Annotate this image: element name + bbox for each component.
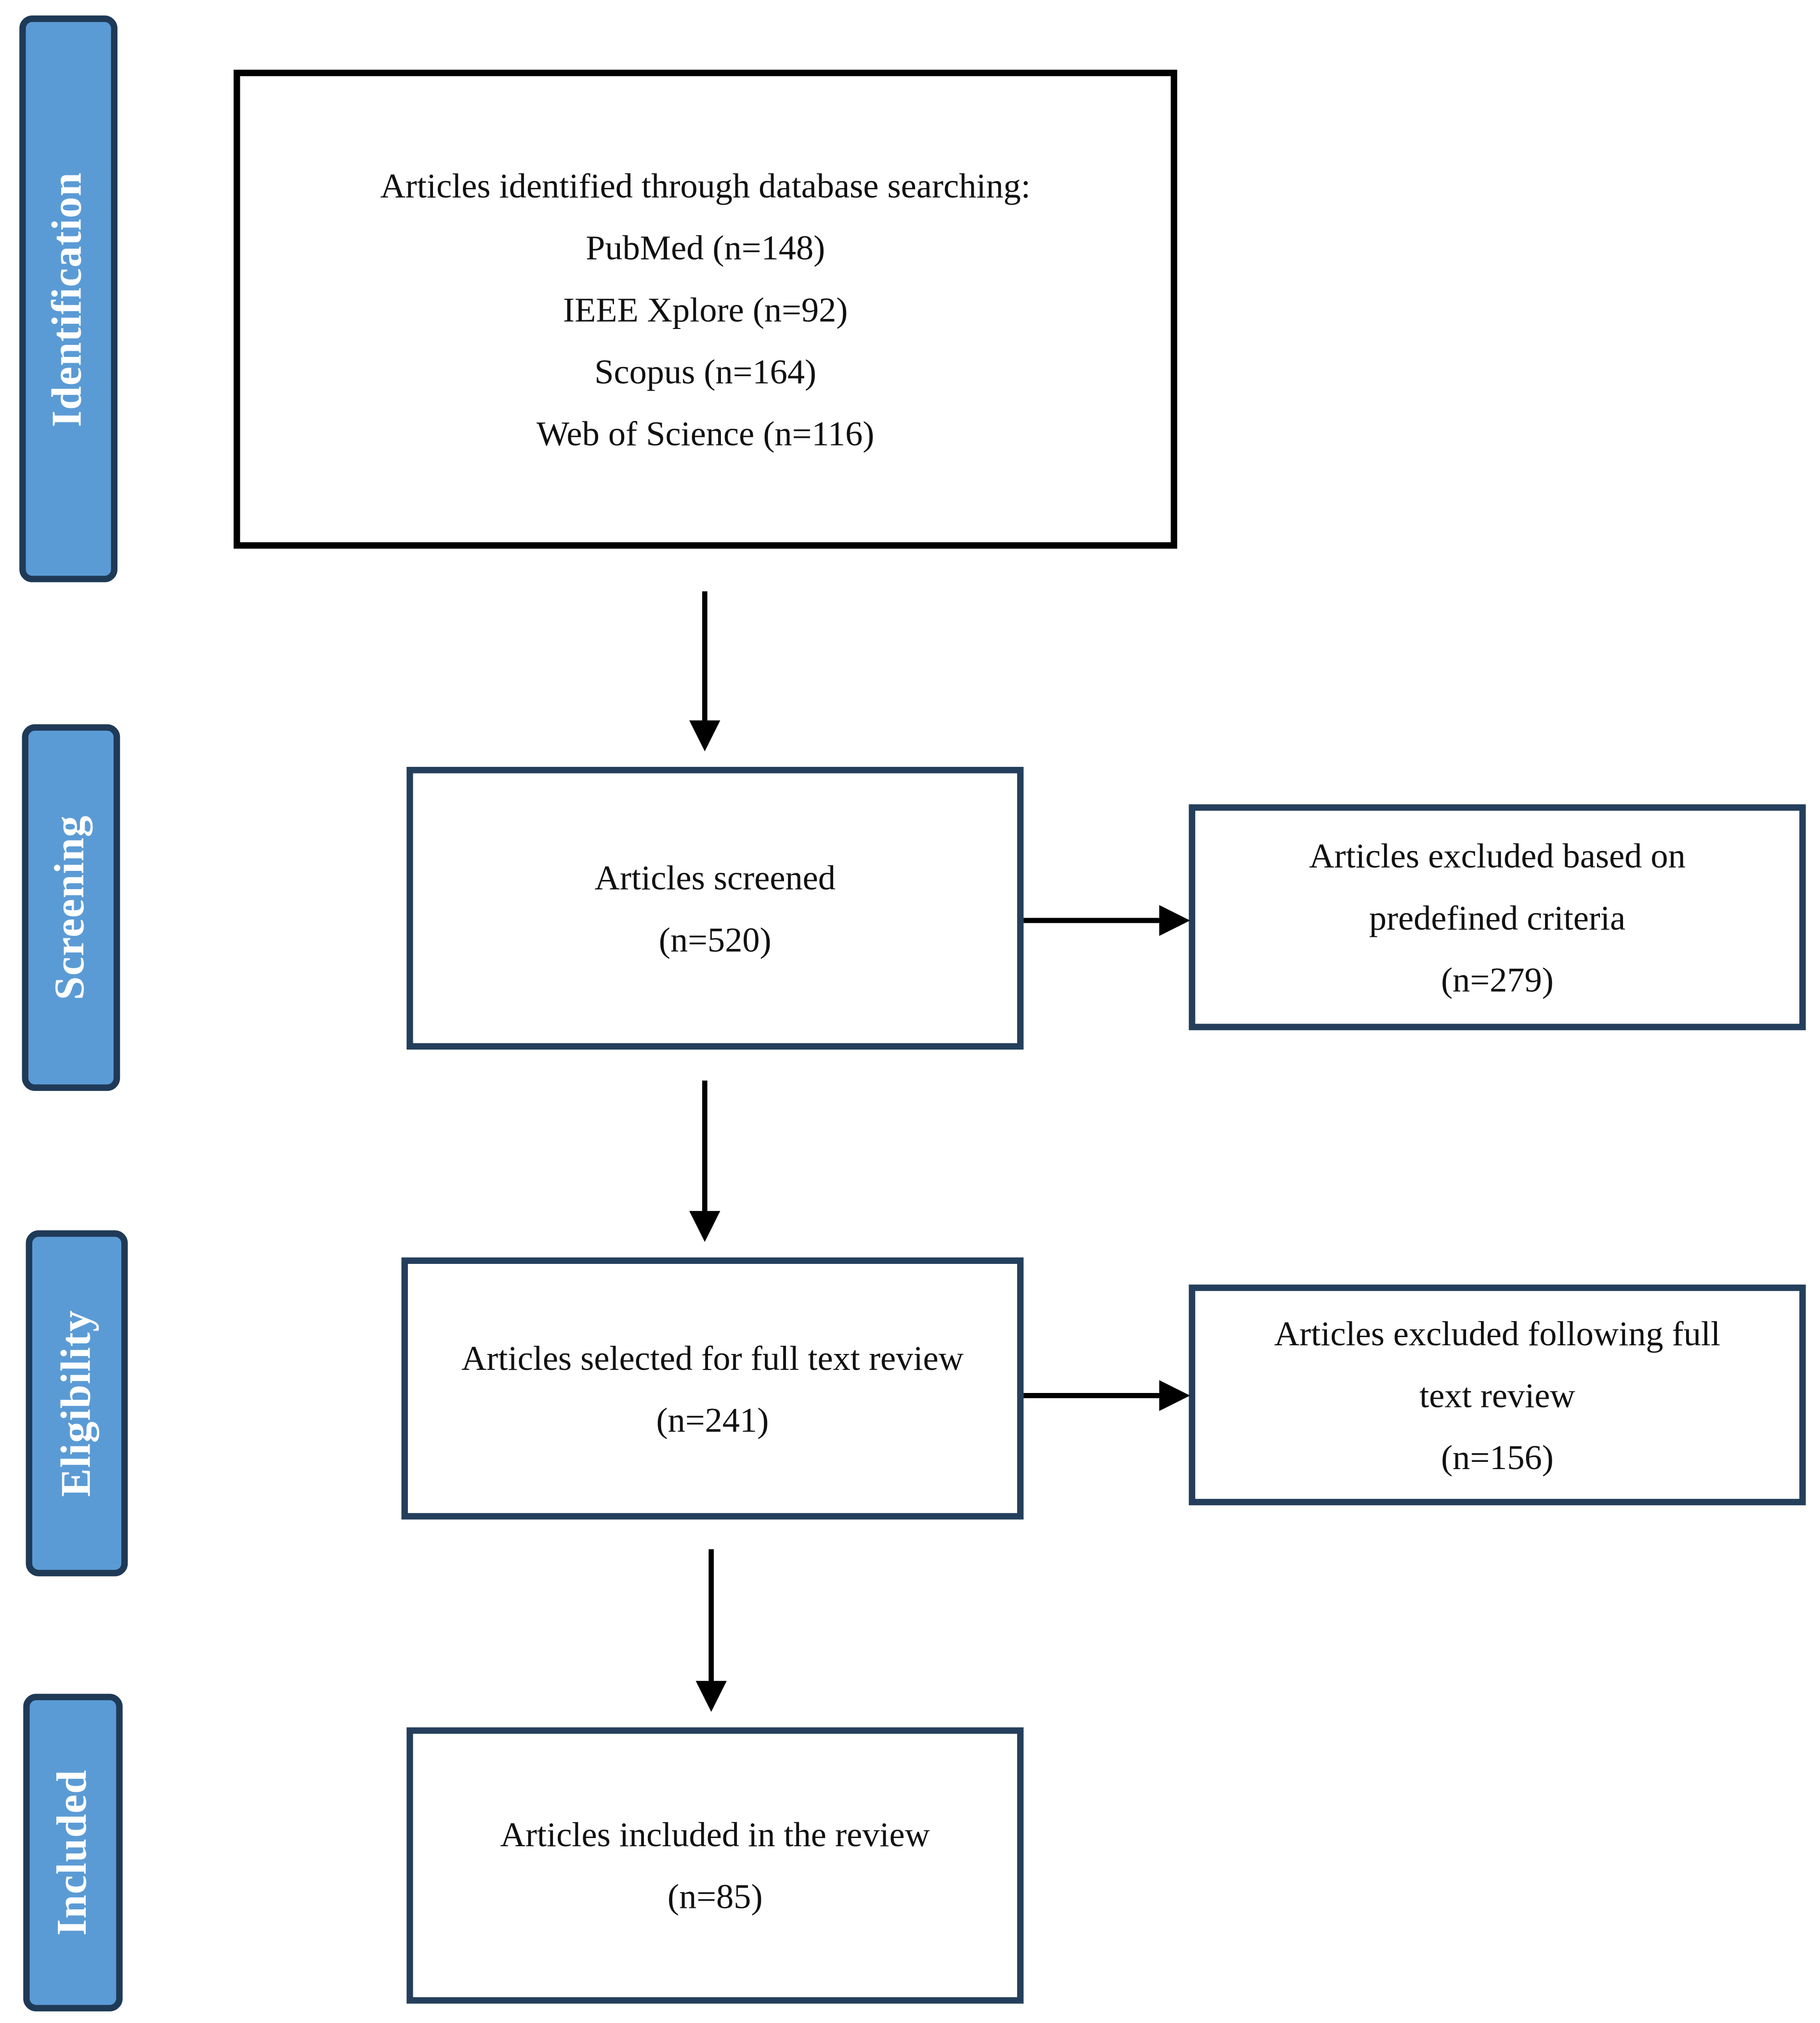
phase-eligibility: Eligibility	[26, 1230, 128, 1576]
included-count: (n=85)	[668, 1877, 763, 1916]
identified-heading: Articles identified through database sea…	[380, 166, 1031, 205]
excluded-criteria-box: Articles excluded based on predefined cr…	[1189, 804, 1806, 1030]
full-text-review-box: Articles selected for full text review (…	[401, 1257, 1024, 1520]
excluded-full-text-box: Articles excluded following full text re…	[1189, 1284, 1806, 1506]
excluded-full-text-line2: text review	[1419, 1375, 1575, 1415]
screened-label: Articles screened	[594, 858, 836, 897]
excluded-criteria-line1: Articles excluded based on	[1309, 836, 1686, 875]
excluded-criteria-count: (n=279)	[1441, 959, 1554, 999]
excluded-full-text-line1: Articles excluded following full	[1274, 1314, 1721, 1353]
included-label: Articles included in the review	[500, 1815, 930, 1854]
source-web-of-science: Web of Science (n=116)	[536, 414, 875, 453]
screened-count: (n=520)	[658, 920, 772, 959]
screened-box: Articles screened (n=520)	[406, 767, 1024, 1050]
identified-records-box: Articles identified through database sea…	[234, 69, 1178, 549]
source-ieee-xplore: IEEE Xplore (n=92)	[563, 289, 848, 329]
source-scopus: Scopus (n=164)	[594, 352, 817, 391]
included-box: Articles included in the review (n=85)	[406, 1727, 1024, 2004]
excluded-full-text-count: (n=156)	[1441, 1437, 1554, 1476]
full-text-label: Articles selected for full text review	[461, 1338, 964, 1377]
source-pubmed: PubMed (n=148)	[586, 228, 825, 267]
phase-identification: Identification	[19, 15, 118, 582]
phase-included: Included	[23, 1694, 123, 2011]
excluded-criteria-line2: predefined criteria	[1369, 898, 1626, 937]
full-text-count: (n=241)	[656, 1400, 769, 1439]
phase-screening: Screening	[22, 724, 120, 1091]
